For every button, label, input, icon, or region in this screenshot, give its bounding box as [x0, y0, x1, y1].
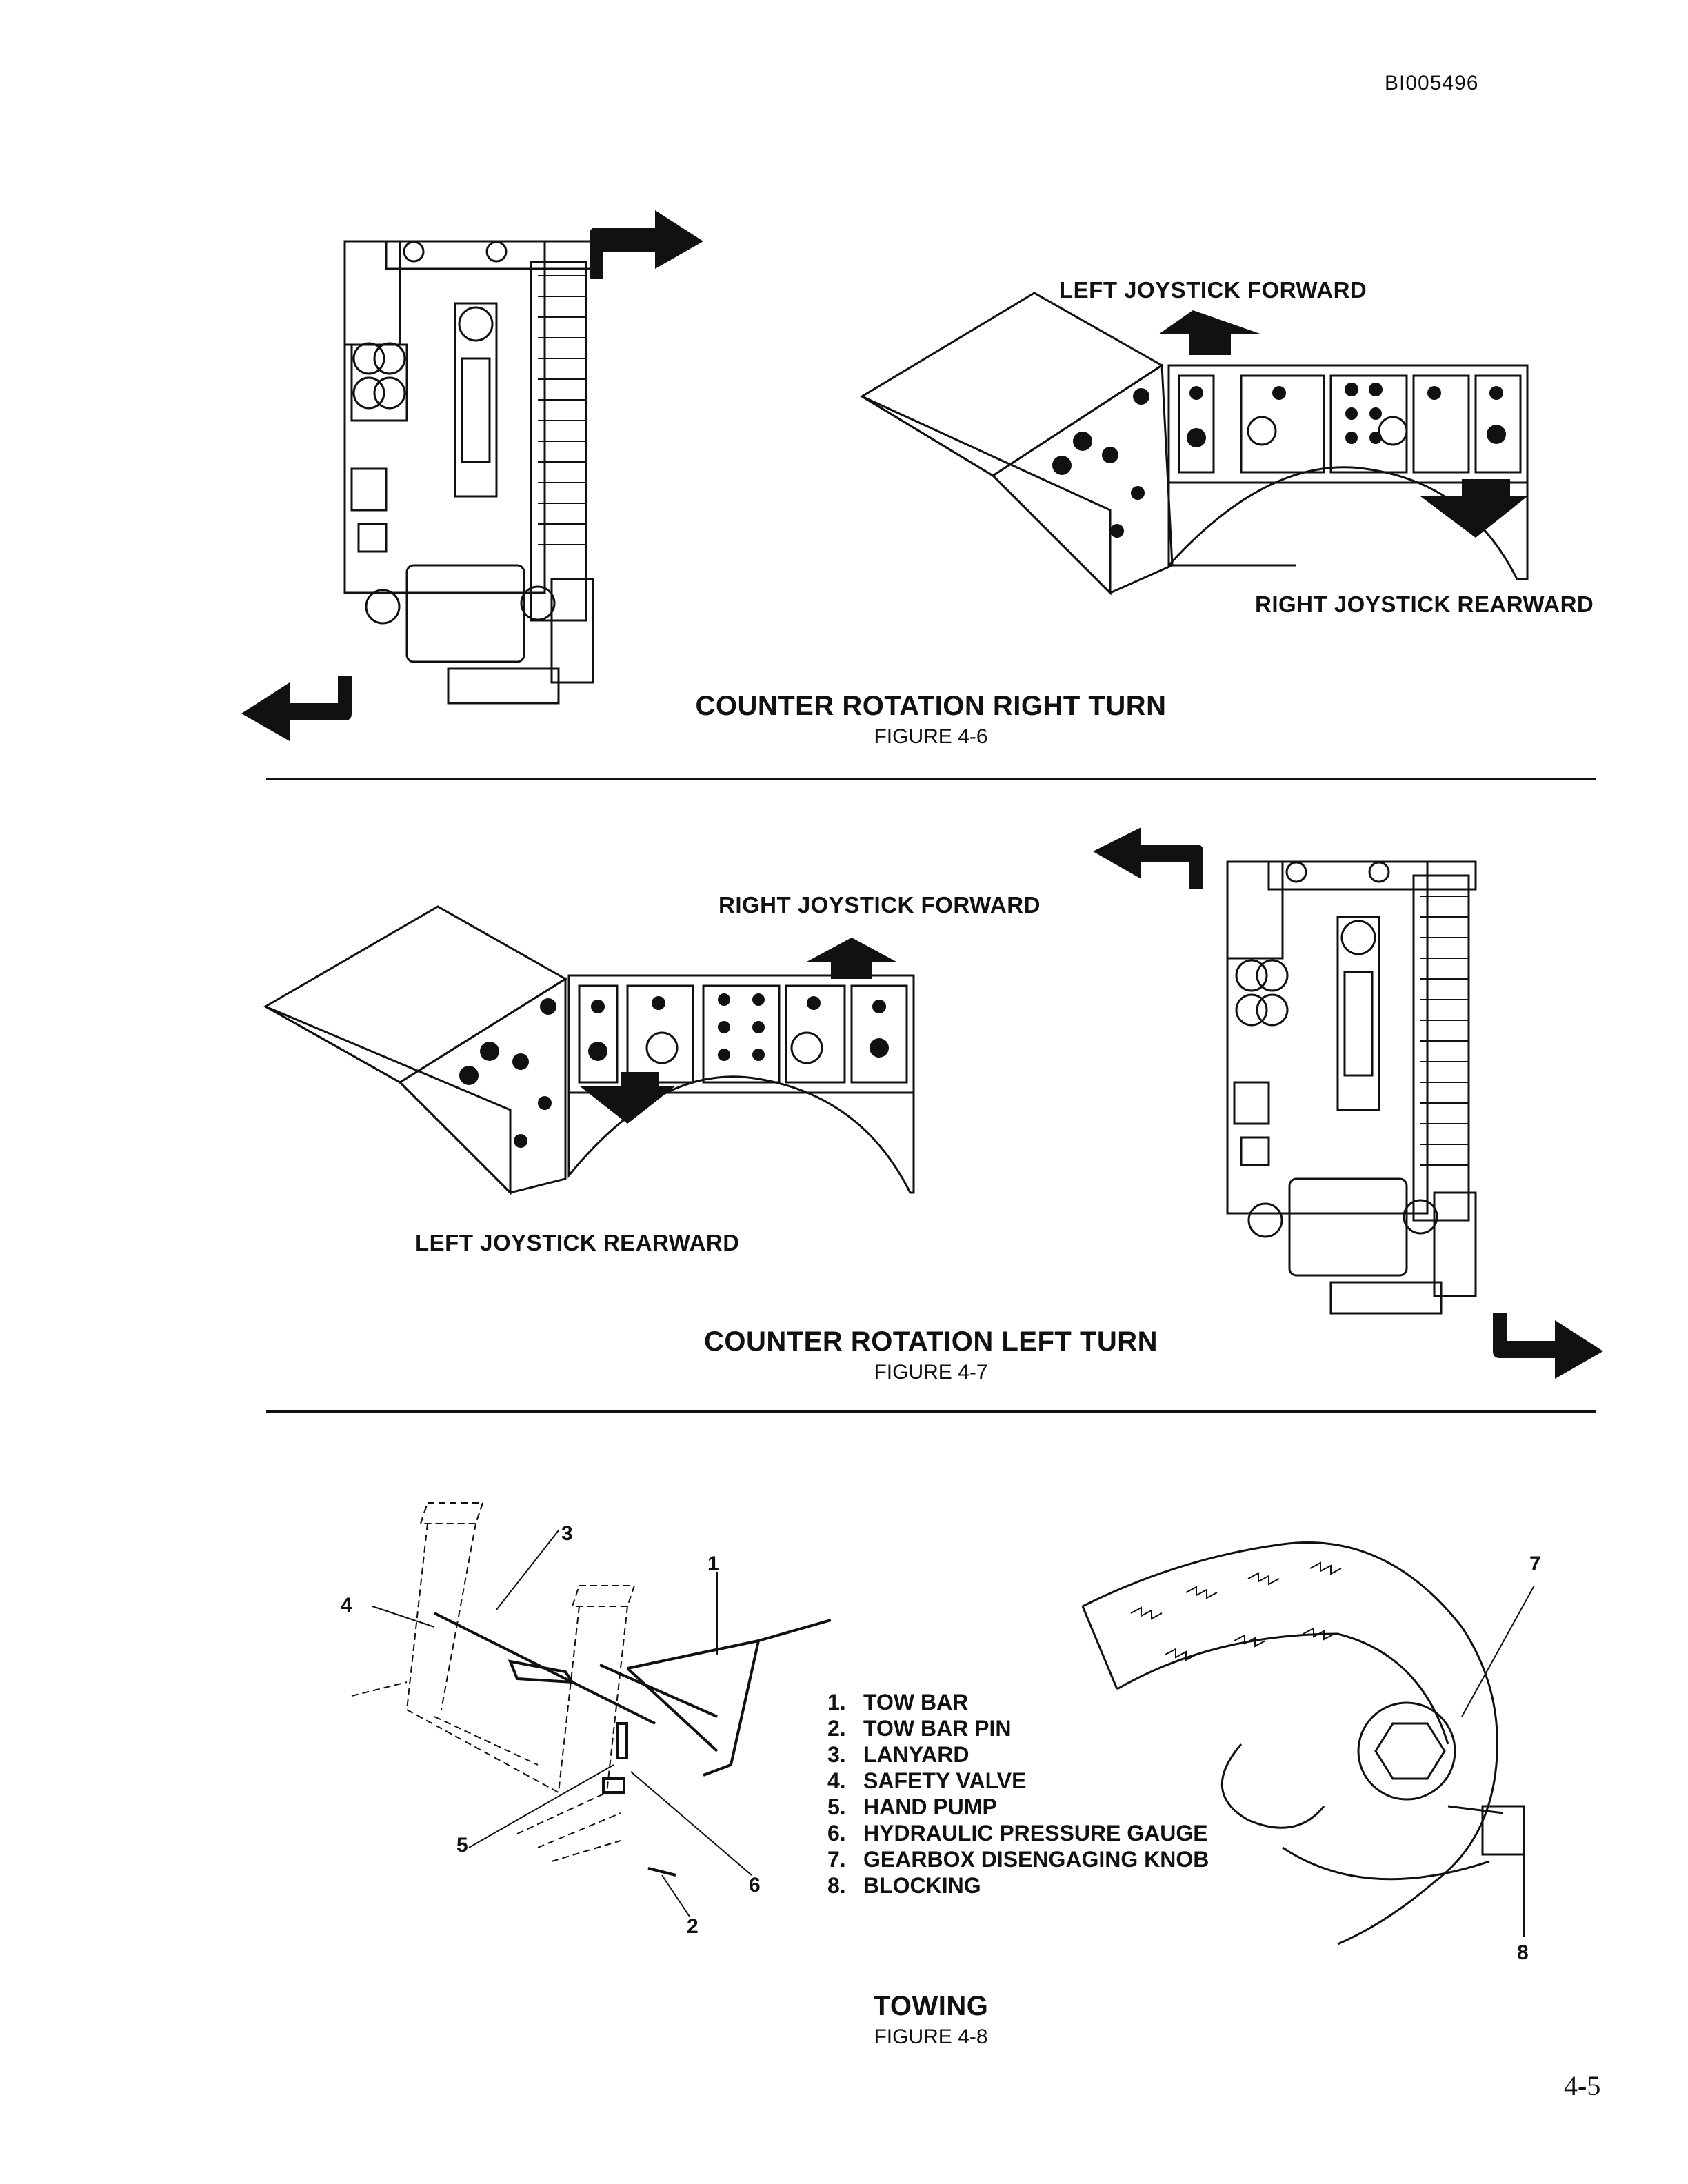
- callout-5: 5: [456, 1834, 468, 1857]
- turn-arrow-reverse-icon: [1093, 827, 1203, 889]
- figure-title: COUNTER ROTATION LEFT TURN: [703, 1326, 1158, 1357]
- track-gearbox-illustration: [1081, 1541, 1535, 1945]
- figure-title: COUNTER ROTATION RIGHT TURN: [695, 691, 1167, 721]
- document-id: BI005496: [1385, 72, 1479, 94]
- callout-8: 8: [1517, 1941, 1529, 1964]
- section-divider: [266, 1410, 1596, 1413]
- figure-title: TOWING: [873, 1991, 989, 2021]
- legend-item: 4.SAFETY VALVE: [827, 1768, 1027, 1793]
- joystick-console-illustration: [860, 292, 1529, 596]
- legend-item: 1.TOW BAR: [827, 1690, 969, 1715]
- joystick-console-illustration: [263, 905, 915, 1195]
- callout-1: 1: [707, 1553, 719, 1575]
- callout-6: 6: [749, 1874, 761, 1897]
- callout-7: 7: [1529, 1553, 1541, 1575]
- section-divider: [266, 778, 1596, 780]
- legend-item: 8.BLOCKING: [827, 1873, 981, 1898]
- legend-item: 3.LANYARD: [827, 1742, 969, 1767]
- left-joystick-forward-label: LEFT JOYSTICK FORWARD: [1059, 277, 1367, 303]
- left-joystick-rearward-label: LEFT JOYSTICK REARWARD: [415, 1230, 740, 1255]
- callout-4: 4: [341, 1594, 352, 1617]
- parts-legend: 1.TOW BAR 2.TOW BAR PIN 3.LANYARD 4.SAFE…: [827, 1689, 1209, 1899]
- machine-top-view-illustration: [1226, 860, 1477, 1315]
- legend-item: 7.GEARBOX DISENGAGING KNOB: [827, 1847, 1209, 1872]
- turn-arrow-forward-icon: [1493, 1313, 1603, 1379]
- tow-bar-illustration: [351, 1502, 832, 1917]
- callout-2: 2: [687, 1915, 699, 1938]
- turn-arrow-reverse-icon: [241, 676, 352, 741]
- figure-number: FIGURE 4-6: [874, 725, 988, 748]
- turn-arrow-forward-icon: [590, 210, 703, 279]
- right-joystick-rearward-label: RIGHT JOYSTICK REARWARD: [1255, 592, 1594, 617]
- right-joystick-forward-label: RIGHT JOYSTICK FORWARD: [719, 892, 1041, 918]
- figure-number: FIGURE 4-7: [874, 1361, 988, 1384]
- legend-item: 5.HAND PUMP: [827, 1794, 997, 1819]
- callout-3: 3: [561, 1522, 573, 1545]
- figure-number: FIGURE 4-8: [874, 2025, 988, 2048]
- page-number: 4-5: [1564, 2070, 1601, 2101]
- legend-item: 2.TOW BAR PIN: [827, 1716, 1012, 1741]
- machine-top-view-illustration: [343, 240, 594, 705]
- legend-item: 6.HYDRAULIC PRESSURE GAUGE: [827, 1821, 1208, 1846]
